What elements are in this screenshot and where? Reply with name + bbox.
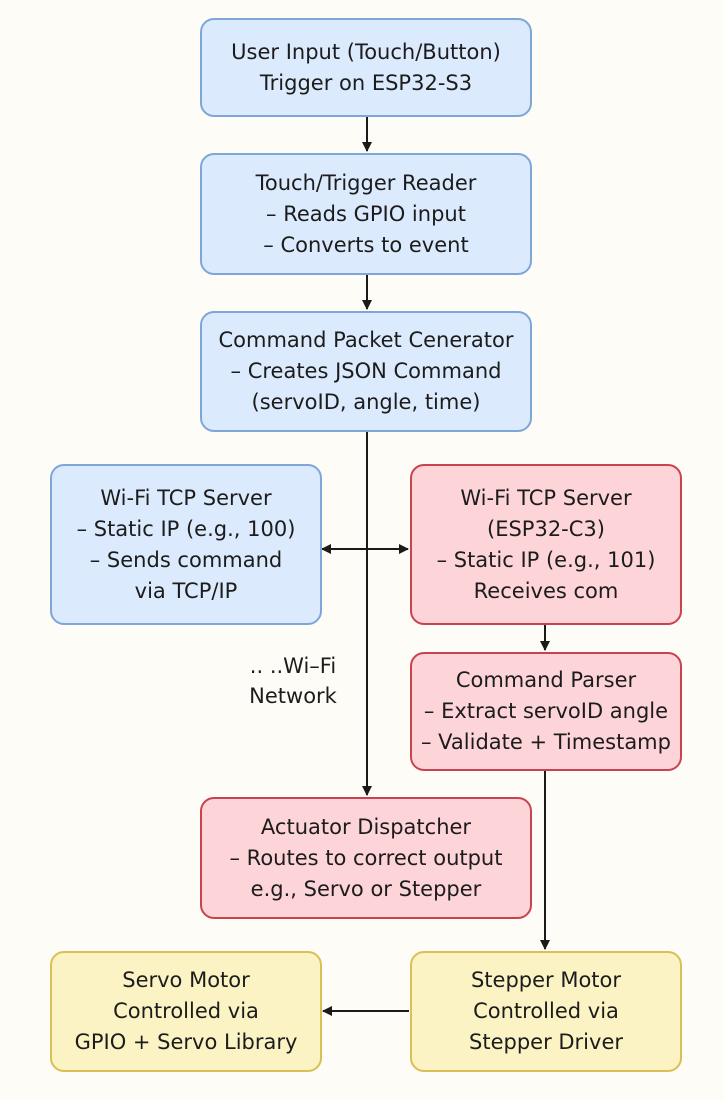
touch-reader-box: Touch/Trigger Reader – Reads GPIO input … [200,153,532,275]
box-line: (servoID, angle, time) [251,390,481,414]
box-line: – Static IP (e.g., 101) [436,547,656,572]
label-line: Network [249,684,337,708]
box-line: Receives com [473,578,619,603]
servo-motor-box: Servo Motor Controlled via GPIO + Servo … [50,951,322,1072]
box-line: Trigger on ESP32-S3 [259,70,473,95]
box-line: Wi-Fi TCP Server [460,485,632,510]
box-line: Command Parser [455,668,637,692]
box-line: Touch/Trigger Reader [255,170,477,195]
label-line: .. ..Wi–Fi [249,654,337,678]
box-line: – Validate + Timestamp [421,730,671,754]
box-line: Wi-Fi TCP Server [100,485,272,510]
stepper-motor-box: Stepper Motor Controlled via Stepper Dri… [410,951,682,1072]
box-line: – Converts to event [263,232,469,257]
box-line: – Creates JSON Command [230,359,502,383]
box-line: Command Packet Cenerator [218,328,514,352]
box-line: Controlled via [473,999,619,1023]
box-line: Stepper Motor [470,968,622,992]
box-line: – Static IP (e.g., 100) [76,516,296,541]
box-line: e.g., Servo or Stepper [250,876,482,901]
wifi-network-label: .. ..Wi–Fi Network [228,651,358,711]
box-line: – Routes to correct output [229,845,503,870]
box-line: User Input (Touch/Button) [231,39,501,64]
box-line: via TCP/IP [134,578,238,603]
packet-generator-box: Command Packet Cenerator – Creates JSON … [200,311,532,432]
box-line: Servo Motor [122,968,250,992]
box-line: – Sends command [89,547,283,572]
user-input-box: User Input (Touch/Button) Trigger on ESP… [200,18,532,117]
actuator-dispatcher-box: Actuator Dispatcher – Routes to correct … [200,797,532,919]
command-parser-box: Command Parser – Extract servoID angle –… [410,652,682,771]
box-line: – Extract servoID angle [423,699,669,723]
box-line: Stepper Driver [469,1030,623,1054]
tcp-server-c3-box: Wi-Fi TCP Server (ESP32-C3) – Static IP … [410,464,682,625]
box-line: – Reads GPIO input [266,201,466,226]
box-line: (ESP32-C3) [487,516,605,541]
box-line: Actuator Dispatcher [260,814,472,839]
box-line: GPIO + Servo Library [74,1030,298,1054]
box-line: Controlled via [113,999,259,1023]
tcp-server-s3-box: Wi-Fi TCP Server – Static IP (e.g., 100)… [50,464,322,625]
